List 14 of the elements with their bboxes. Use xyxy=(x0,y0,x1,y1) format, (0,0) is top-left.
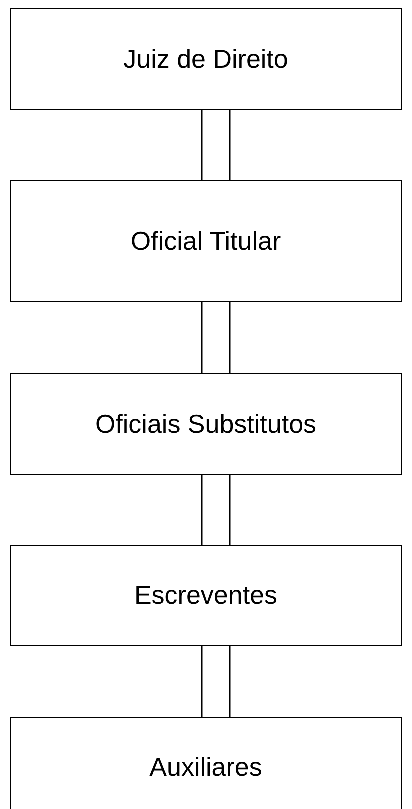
process-box xyxy=(10,373,402,475)
double-line-connector xyxy=(201,109,231,181)
box-label: Oficiais Substitutos xyxy=(95,408,317,440)
box-label: Juiz de Direito xyxy=(124,44,288,74)
box-label: Oficial Titular xyxy=(130,226,282,256)
box-label: Auxiliares xyxy=(150,752,262,782)
double-line-connector xyxy=(201,301,231,374)
process-box xyxy=(10,717,402,809)
process-box xyxy=(10,545,402,646)
double-line-connector xyxy=(201,645,231,718)
double-line-connector xyxy=(201,474,231,546)
process-box xyxy=(10,8,402,110)
box-label: Escreventes xyxy=(134,580,278,611)
process-box xyxy=(10,180,402,302)
